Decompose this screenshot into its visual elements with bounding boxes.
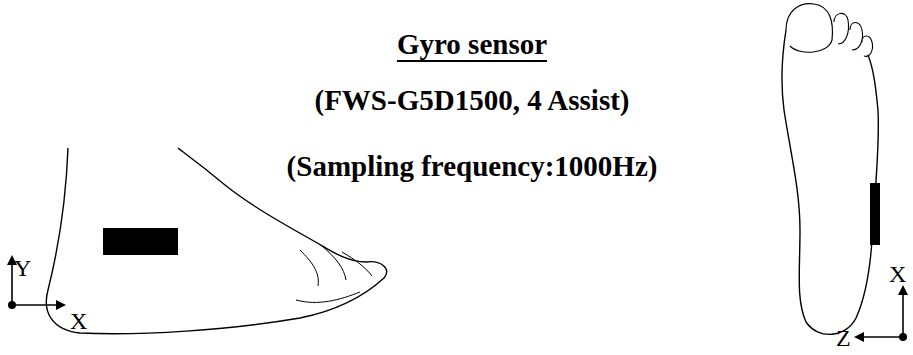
y-axis — [11, 257, 13, 305]
sensor-model: (FWS-G5D1500, 4 Assist) — [315, 86, 630, 115]
axis-label: X — [889, 262, 906, 286]
axis-origin — [8, 301, 16, 309]
gyro-sensor — [103, 228, 178, 255]
heading: Gyro sensor — [397, 30, 547, 59]
axis-label: Z — [836, 326, 851, 350]
small-toes — [834, 13, 873, 56]
axis-label: X — [70, 309, 87, 333]
z-axis — [856, 336, 903, 338]
x-axis — [12, 304, 64, 306]
sampling-frequency: (Sampling frequency:1000Hz) — [287, 152, 658, 181]
toe-lines — [296, 246, 372, 302]
axis-label: Y — [14, 256, 31, 280]
x-axis — [902, 287, 904, 337]
foot-top-outline — [782, 30, 879, 334]
gyro-sensor — [870, 183, 880, 245]
underline — [397, 60, 547, 62]
big-toe — [786, 4, 832, 53]
axis-origin — [899, 333, 907, 341]
